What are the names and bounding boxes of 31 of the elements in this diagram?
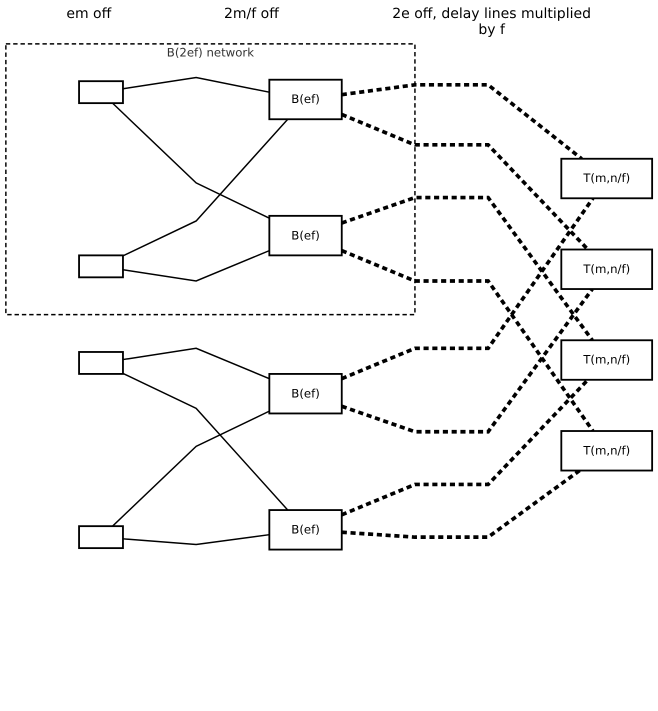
node-box: T(m,n/f) <box>560 339 654 381</box>
column-heading: em off <box>66 6 112 24</box>
connector <box>122 118 288 257</box>
node-box: B(ef) <box>268 509 343 550</box>
connector <box>341 288 594 434</box>
node-box: T(m,n/f) <box>560 430 654 472</box>
node-box: T(m,n/f) <box>560 248 654 290</box>
node-box <box>78 80 124 104</box>
connector <box>122 76 270 93</box>
connector <box>341 248 594 432</box>
node-box: B(ef) <box>268 214 343 256</box>
column-heading: 2e off, delay lines multiplied by f <box>392 6 592 38</box>
connector <box>341 112 590 251</box>
connector <box>112 410 270 527</box>
connector <box>122 534 270 546</box>
node-box: B(ef) <box>268 373 343 414</box>
node-box <box>78 351 124 375</box>
node-box <box>78 254 124 278</box>
connector <box>341 378 590 516</box>
connector <box>122 372 288 511</box>
connector <box>112 102 270 219</box>
node-box <box>78 525 124 550</box>
connector <box>342 83 583 160</box>
connector <box>122 348 270 380</box>
column-heading: 2m/f off <box>224 6 279 24</box>
connector <box>122 250 270 282</box>
connector <box>341 197 594 380</box>
connector <box>341 196 594 342</box>
node-box: T(m,n/f) <box>560 158 654 200</box>
connector <box>342 469 581 539</box>
node-box: B(ef) <box>268 78 343 120</box>
